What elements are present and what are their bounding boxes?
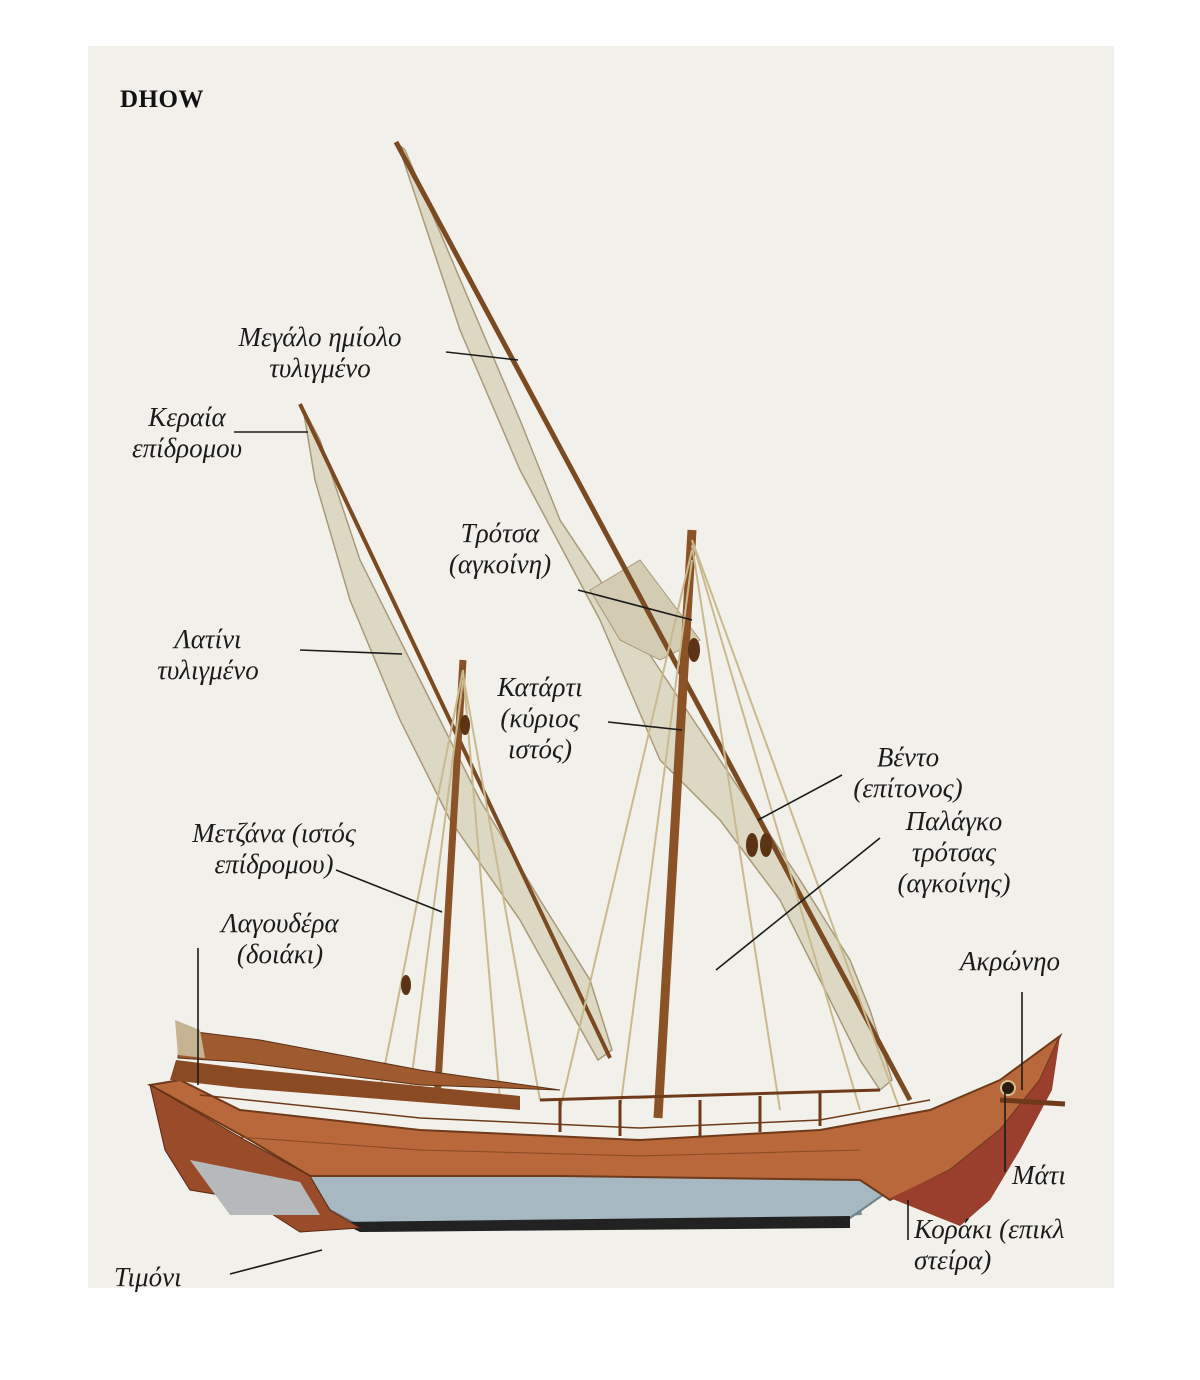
bowsprit bbox=[999, 1097, 1066, 1107]
hull-plank-line bbox=[199, 1094, 931, 1129]
rudder-plate bbox=[190, 1160, 320, 1215]
label-vento: Βέντο (επίτονος) bbox=[853, 742, 963, 803]
tiller bbox=[175, 1020, 205, 1058]
stern-rail bbox=[177, 1029, 561, 1091]
mizzen-sail bbox=[298, 403, 613, 1062]
label-katarti: Κατάρτι (κύριος ιστός) bbox=[497, 672, 583, 764]
label-timoni: Τιμόνι bbox=[114, 1262, 182, 1292]
label-trotsa: Τρότσα (αγκοίνη) bbox=[448, 518, 552, 579]
leader-lines bbox=[197, 351, 1023, 1275]
label-palagko: Παλάγκο τρότσας (αγκοίνης) bbox=[897, 806, 1011, 898]
label-koraki: Κοράκι (επικλ στείρα) bbox=[914, 1214, 1065, 1275]
diagram-title: DHOW bbox=[120, 86, 204, 113]
label-akronio: Ακρώνηο bbox=[959, 946, 1061, 976]
mizzen-mast bbox=[433, 659, 467, 1101]
label-megalo-imiolo: Μεγάλο ημίολο τυλιγμένο bbox=[238, 322, 402, 383]
label-lagoudera: Λαγουδέρα (δοιάκι) bbox=[221, 908, 339, 969]
label-keraia-epidromou: Κεραία επίδρομου bbox=[131, 402, 243, 463]
label-metzana: Μετζάνα (ιστός επίδρομου) bbox=[192, 818, 356, 879]
main-sail bbox=[393, 140, 913, 1102]
eye-ornament bbox=[1000, 1080, 1016, 1096]
main-mast bbox=[653, 529, 697, 1119]
main-yard bbox=[393, 140, 913, 1102]
hull-plank-line-lower bbox=[209, 1134, 861, 1157]
stem-post bbox=[890, 1036, 1060, 1226]
mizzen-yard bbox=[298, 403, 612, 1059]
stern-deck bbox=[170, 1060, 520, 1110]
rigging bbox=[379, 539, 901, 1111]
deck-rail bbox=[539, 1088, 881, 1102]
deck-rail-posts bbox=[558, 1092, 822, 1136]
label-mati: Μάτι bbox=[1012, 1160, 1066, 1190]
keel bbox=[340, 1216, 850, 1232]
pulley-blocks bbox=[401, 638, 772, 995]
label-latini: Λατίνι τυλιγμένο bbox=[157, 624, 259, 685]
